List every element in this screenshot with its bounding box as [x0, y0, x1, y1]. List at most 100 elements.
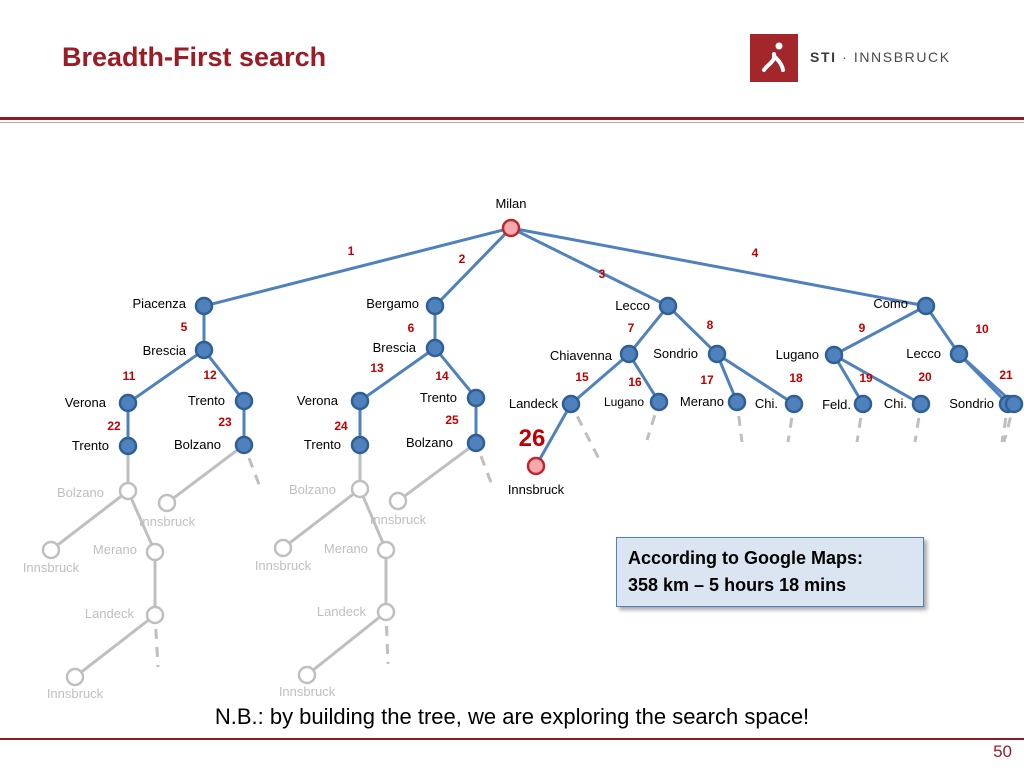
- edge-g_bolzano1-g_innsbruck2: [55, 494, 124, 547]
- node-g_innsbruck1: [157, 493, 177, 513]
- unexpanded-branch-merano1: [737, 415, 744, 443]
- node-merano1: [727, 392, 747, 412]
- node-trento4: [350, 435, 370, 455]
- label-g_bolzano2: Bolzano: [289, 482, 336, 497]
- label-bolzano1: Bolzano: [174, 437, 221, 452]
- label-g_merano2: Merano: [324, 541, 368, 556]
- callout-line-1: According to Google Maps:: [628, 548, 864, 568]
- node-piacenza: [194, 296, 214, 316]
- label-g_innsbruck2: Innsbruck: [23, 560, 80, 575]
- node-bolzano2: [466, 433, 486, 453]
- label-lugano2: Lugano: [776, 347, 819, 362]
- label-g_innsbruck1: Innsbruck: [139, 514, 196, 529]
- expansion-order-19: 19: [859, 371, 873, 385]
- label-feld: Feld.: [822, 397, 851, 412]
- edge-lugano2-feld: [836, 360, 861, 399]
- node-milan: [501, 218, 521, 238]
- node-g_innsbruck6: [297, 665, 317, 685]
- unexpanded-branch-end21: [1002, 417, 1012, 443]
- expansion-order-1: 1: [348, 244, 355, 258]
- label-trento3: Trento: [72, 438, 109, 453]
- unexpanded-branch-g_landeck1: [154, 628, 160, 668]
- node-bergamo: [425, 296, 445, 316]
- expansion-order-6: 6: [408, 321, 415, 335]
- footer-rule: [0, 738, 1024, 740]
- node-feld: [853, 394, 873, 414]
- edge-g_bolzano2-g_innsbruck5: [287, 492, 356, 545]
- edge-g_bolzano1-g_merano1: [129, 496, 154, 547]
- expansion-order-14: 14: [435, 369, 449, 383]
- google-maps-callout: According to Google Maps: 358 km – 5 hou…: [616, 537, 924, 607]
- label-merano1: Merano: [680, 394, 724, 409]
- edge-brescia1-verona1: [133, 353, 199, 400]
- callout-line-2: 358 km – 5 hours 18 mins: [628, 575, 847, 595]
- node-lecco1: [658, 296, 678, 316]
- label-bolzano2: Bolzano: [406, 435, 453, 450]
- label-lugano1: Lugano: [604, 395, 644, 409]
- node-g_bolzano2: [350, 479, 370, 499]
- unexpanded-branch-sondrio2: [1000, 417, 1008, 443]
- label-g_bolzano1: Bolzano: [57, 485, 104, 500]
- edge-brescia2-verona2: [365, 351, 430, 398]
- sti-figure-icon: [762, 42, 785, 72]
- label-g_innsbruck4: Innsbruck: [370, 512, 427, 527]
- tree-nodes: [41, 218, 1024, 687]
- page-number: 50: [993, 742, 1012, 761]
- label-chiavenna: Chiavenna: [550, 348, 613, 363]
- node-g_innsbruck5: [273, 538, 293, 558]
- sti-logo-mark: [750, 34, 798, 82]
- edge-g_landeck1-g_innsbruck3: [79, 618, 151, 674]
- label-piacenza: Piacenza: [133, 296, 187, 311]
- node-g_bolzano1: [118, 481, 138, 501]
- node-lugano2: [824, 345, 844, 365]
- label-g_landeck2: Landeck: [317, 604, 367, 619]
- unexpanded-branch-feld: [855, 417, 863, 443]
- node-lecco2: [949, 344, 969, 364]
- node-brescia1: [194, 340, 214, 360]
- edge-bolzano2-g_innsbruck4: [402, 446, 472, 498]
- label-landeck: Landeck: [509, 396, 559, 411]
- edge-bolzano1-g_innsbruck1: [171, 448, 240, 500]
- edge-g_landeck2-g_innsbruck6: [311, 615, 382, 672]
- label-brescia1: Brescia: [143, 343, 187, 358]
- edge-milan-lecco1: [516, 230, 663, 304]
- label-bergamo: Bergamo: [366, 296, 419, 311]
- label-g_innsbruck6: Innsbruck: [279, 684, 336, 699]
- node-verona2: [350, 391, 370, 411]
- expansion-order-15: 15: [575, 370, 589, 384]
- expansion-order-3: 3: [599, 267, 606, 281]
- label-verona2: Verona: [297, 393, 339, 408]
- logo-brand: STI: [810, 49, 837, 65]
- node-trento1: [234, 391, 254, 411]
- expansion-order-16: 16: [628, 375, 642, 389]
- edge-brescia1-trento1: [207, 354, 241, 397]
- expansion-order-9: 9: [859, 321, 866, 335]
- expansion-order-24: 24: [334, 419, 348, 433]
- edge-lugano2-chi2: [839, 357, 916, 402]
- edge-chiavenna-lugano1: [631, 359, 657, 397]
- label-brescia2: Brescia: [373, 340, 417, 355]
- edge-landeck-innsbruck_goal: [538, 409, 569, 461]
- edge-sondrio1-chi1: [722, 356, 789, 402]
- unexpanded-branch-lugano1: [645, 414, 657, 441]
- label-chi2: Chi.: [884, 396, 907, 411]
- node-g_innsbruck3: [65, 667, 85, 687]
- label-trento2: Trento: [420, 390, 457, 405]
- unexpanded-branch-chi2: [913, 417, 921, 443]
- edge-brescia2-trento2: [438, 352, 473, 394]
- label-innsbruck_goal: Innsbruck: [508, 482, 565, 497]
- node-end21: [1004, 394, 1024, 414]
- edge-lecco1-chiavenna: [632, 310, 665, 350]
- logo-separator: ·: [836, 49, 854, 65]
- node-trento2: [466, 388, 486, 408]
- node-chi2: [911, 394, 931, 414]
- label-como: Como: [873, 296, 908, 311]
- node-chiavenna: [619, 344, 639, 364]
- label-milan: Milan: [495, 196, 526, 211]
- node-g_landeck1: [145, 605, 165, 625]
- unexpanded-branch-g_landeck2: [385, 625, 390, 665]
- expansion-order-13: 13: [370, 361, 384, 375]
- expansion-order-17: 17: [700, 373, 714, 387]
